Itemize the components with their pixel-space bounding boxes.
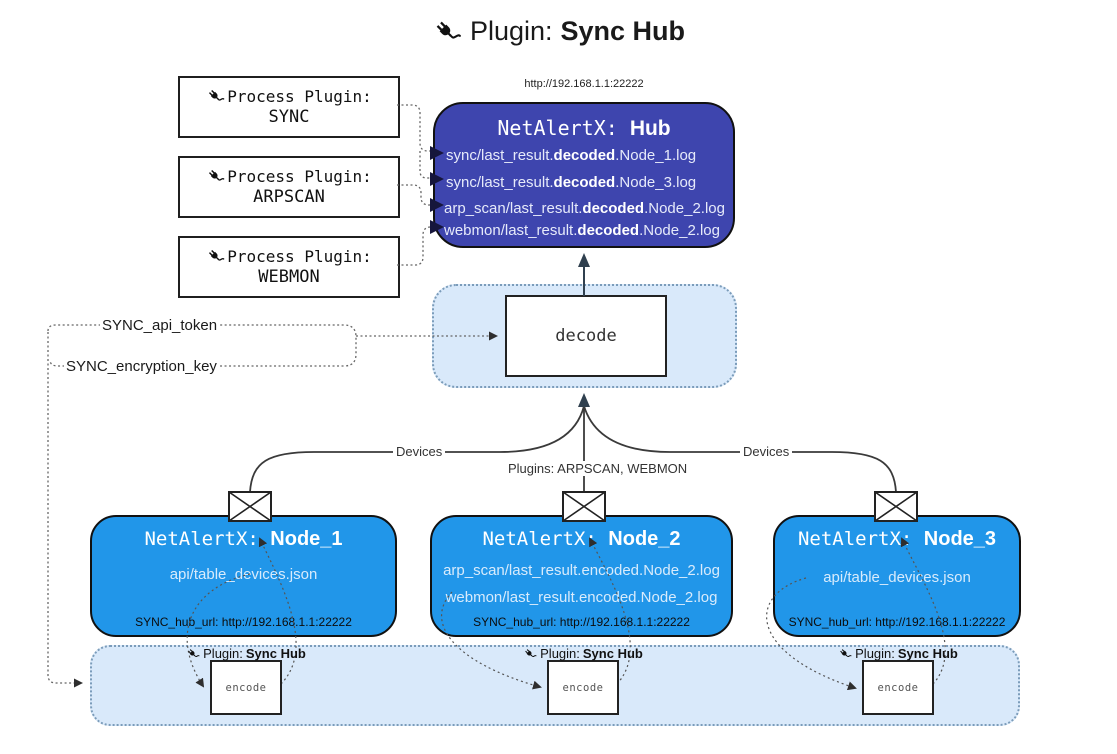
node-title-name: Node_2 [608,528,681,550]
decode-box: decode [505,295,667,377]
hub-node: NetAlertX: Hub sync/last_result.decoded.… [433,102,735,248]
plug-icon [839,647,852,660]
encode-label-prefix: Plugin: [540,646,580,661]
log-text: sync/last_result. [446,174,554,191]
process-plugin-label: Process Plugin: [227,167,372,186]
process-plugin-webmon-label-row: Process Plugin: [206,247,372,266]
hub-title-name: Hub [629,117,671,140]
process-plugin-arpscan-label-row: Process Plugin: [206,167,372,186]
log-text: .Node_1.log [615,147,697,164]
hub-log-entry: arp_scan/last_result.decoded.Node_2.log [444,198,725,220]
plug-icon [524,647,537,660]
encode-label-prefix: Plugin: [203,646,243,661]
log-text-bold: decoded [582,200,645,217]
node-file: arp_scan/last_result.encoded.Node_2.log [443,562,720,579]
plug-icon [187,647,200,660]
hub-title-prefix: NetAlertX: [497,116,630,140]
plug-icon [208,248,225,265]
process-plugin-label: Process Plugin: [227,87,372,106]
sync-api-token-label: SYNC_api_token [100,317,220,334]
node-1-box: NetAlertX: Node_1 api/table_devices.json… [90,515,397,637]
hub-log-entry: sync/last_result.decoded.Node_1.log [446,145,696,167]
node-title-name: Node_1 [270,528,343,550]
process-plugin-arpscan-box: Process Plugin: ARPSCAN [178,156,400,218]
encode-box: encode [862,660,934,715]
sync-encryption-key-label: SYNC_encryption_key [64,358,219,375]
node-title-prefix: NetAlertX: [144,528,271,550]
plug-icon [208,88,225,105]
encode-group-label: Plugin: Sync Hub [176,646,316,661]
encode-label-name: Sync Hub [245,646,306,661]
hub-url: http://192.168.1.1:22222 [524,78,644,90]
node-title-name: Node_3 [923,528,997,550]
encode-group-label: Plugin: Sync Hub [828,646,968,661]
page-title: Plugin: Sync Hub [0,16,1117,47]
process-plugin-sync-box: Process Plugin: SYNC [178,76,400,138]
hub-log-entry: sync/last_result.decoded.Node_3.log [446,172,696,194]
hub-log-entry: webmon/last_result.decoded.Node_2.log [444,220,720,242]
node-title: NetAlertX: Node_3 [775,528,1019,551]
devices-left-label: Devices [393,444,446,459]
decode-label: decode [555,326,617,346]
plug-icon [434,18,461,45]
log-text: .Node_3.log [615,174,697,191]
process-plugin-sync-label-row: Process Plugin: [206,87,372,106]
hub-title: NetAlertX: Hub [435,116,733,141]
process-plugin-name: ARPSCAN [253,187,325,207]
node-title: NetAlertX: Node_1 [92,528,395,551]
plugins-center-label: Plugins: ARPSCAN, WEBMON [505,461,691,476]
encode-label-prefix: Plugin: [855,646,895,661]
process-to-hub-connectors [397,104,432,266]
node-title: NetAlertX: Node_2 [432,528,731,551]
node-3-box: NetAlertX: Node_3 api/table_devices.json… [773,515,1021,637]
node-footer: SYNC_hub_url: http://192.168.1.1:22222 [788,615,1006,629]
node-file: api/table_devices.json [169,566,318,583]
plug-icon [208,168,225,185]
node-title-prefix: NetAlertX: [482,528,609,550]
node-file: api/table_devices.json [823,569,971,586]
encode-label: encode [225,681,267,694]
node-footer: SYNC_hub_url: http://192.168.1.1:22222 [473,615,690,629]
process-plugin-label: Process Plugin: [227,247,372,266]
page-title-prefix: Plugin: [469,16,553,46]
node-footer: SYNC_hub_url: http://192.168.1.1:22222 [135,615,352,629]
log-text-bold: decoded [553,174,616,191]
encode-label: encode [877,681,919,694]
process-plugin-webmon-box: Process Plugin: WEBMON [178,236,400,298]
log-text: .Node_2.log [644,200,725,217]
page-title-name: Sync Hub [560,16,686,46]
log-text: sync/last_result. [446,147,554,164]
devices-right-label: Devices [740,444,793,459]
nodes-to-decode-edges [249,393,897,493]
log-text: arp_scan/last_result. [444,200,583,217]
process-plugin-name: SYNC [268,107,310,127]
log-text-bold: decoded [553,147,616,164]
log-text-bold: decoded [577,222,640,239]
encode-box: encode [547,660,619,715]
node-file: webmon/last_result.encoded.Node_2.log [445,589,718,606]
node-2-box: NetAlertX: Node_2 arp_scan/last_result.e… [430,515,733,637]
node-title-prefix: NetAlertX: [797,528,924,550]
encode-group-label: Plugin: Sync Hub [513,646,653,661]
encode-label-name: Sync Hub [897,646,958,661]
log-text: .Node_2.log [639,222,720,239]
process-plugin-name: WEBMON [258,267,320,287]
encode-label: encode [562,681,604,694]
log-text: webmon/last_result. [444,222,578,239]
encode-box: encode [210,660,282,715]
encode-label-name: Sync Hub [582,646,643,661]
